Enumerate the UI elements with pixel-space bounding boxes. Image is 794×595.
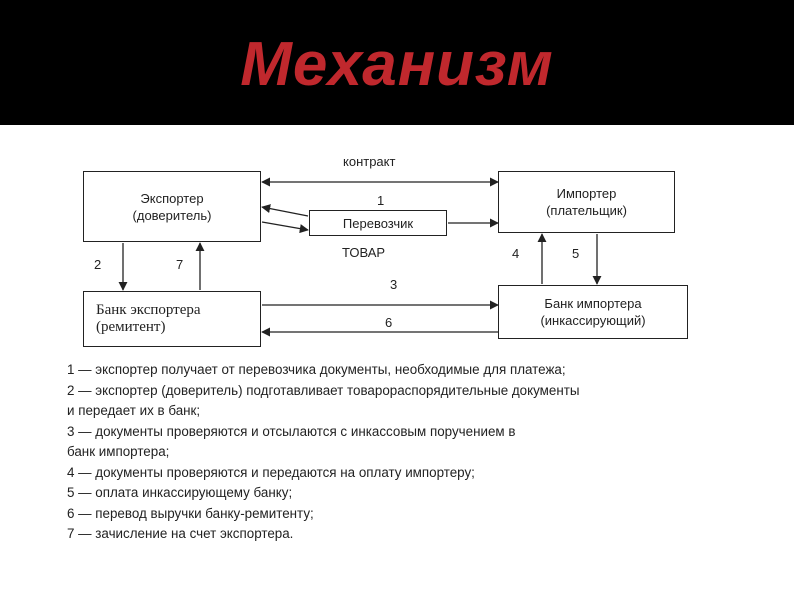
slide-title: Механизм	[240, 30, 554, 99]
arrow-exporter-carrier	[261, 221, 309, 234]
legend-line: и передает их в банк;	[67, 403, 201, 418]
label-6: 6	[385, 315, 393, 330]
title-bar	[0, 0, 794, 125]
label-5: 5	[572, 246, 580, 261]
legend-line: 6 — перевод выручки банку-ремитенту;	[67, 505, 314, 521]
label-contract: контракт	[343, 154, 396, 169]
label-7: 7	[176, 257, 184, 272]
node-exporter: Экспортер (доверитель)	[83, 171, 261, 242]
node-importer-bank: Банк импортера (инкассирующий)	[498, 285, 688, 339]
legend-line: 7 — зачисление на счет экспортера.	[67, 526, 294, 541]
node-exporter-bank: Банк экспортера (ремитент)	[83, 291, 261, 347]
legend: 1 — экспортер получает от перевозчика до…	[67, 360, 767, 545]
label-3: 3	[390, 277, 398, 292]
legend-line: 2 — экспортер (доверитель) подготавливае…	[67, 382, 580, 398]
label-goods: ТОВАР	[342, 245, 386, 260]
arrow-1	[261, 204, 309, 217]
legend-line: 3 — документы проверяются и отсылаются с…	[67, 423, 516, 439]
label-1: 1	[377, 193, 385, 208]
label-2: 2	[94, 257, 102, 272]
label-4: 4	[512, 246, 520, 261]
node-carrier: Перевозчик	[309, 210, 447, 236]
legend-line: 5 — оплата инкассирующему банку;	[67, 485, 293, 500]
legend-line: 1 — экспортер получает от перевозчика до…	[67, 362, 566, 377]
node-importer: Импортер (плательщик)	[498, 171, 675, 233]
legend-line: банк импортера;	[67, 444, 170, 459]
legend-line: 4 — документы проверяются и передаются н…	[67, 464, 475, 480]
